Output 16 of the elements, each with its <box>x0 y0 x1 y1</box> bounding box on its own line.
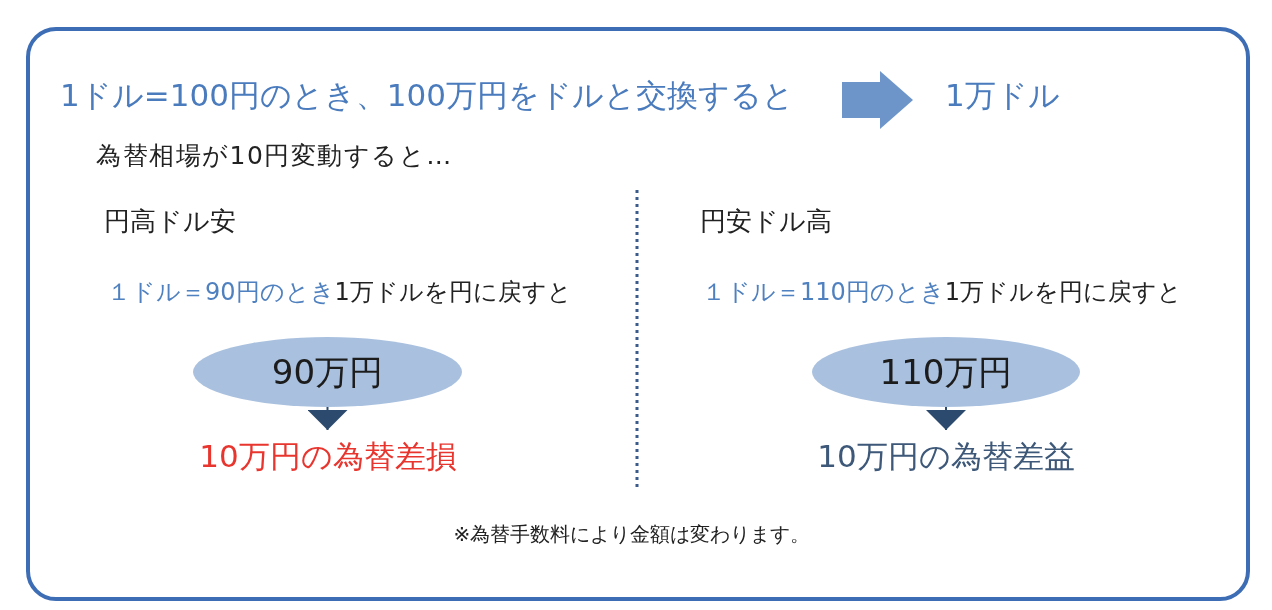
column-heading: 円高ドル安 <box>104 208 236 234</box>
note-text: 為替相場が10円変動すると… <box>96 143 453 168</box>
value-ellipse: 110万円 <box>812 337 1080 407</box>
result-text: 10万円の為替差損 <box>199 430 457 483</box>
condition-text: 1万ドルを円に戻すと <box>944 280 1183 304</box>
triangle-arrow <box>307 406 348 431</box>
condition-text: 1万ドルを円に戻すと <box>334 280 572 304</box>
heading-text: 1ドル=100円のとき、100万円をドルと交換すると <box>60 80 795 111</box>
footnote-text: ※為替手数料により金額は変わります。 <box>453 524 811 544</box>
column-heading: 円安ドル高 <box>700 208 832 234</box>
rate-text: １ドル＝90円のとき <box>107 280 335 304</box>
amount-text: 1万ドル <box>945 80 1060 111</box>
triangle-arrow <box>926 406 966 431</box>
rate-text: １ドル＝110円のとき <box>702 280 945 304</box>
value-ellipse: 90万円 <box>193 337 462 407</box>
result-text: 10万円の為替差益 <box>817 430 1075 483</box>
